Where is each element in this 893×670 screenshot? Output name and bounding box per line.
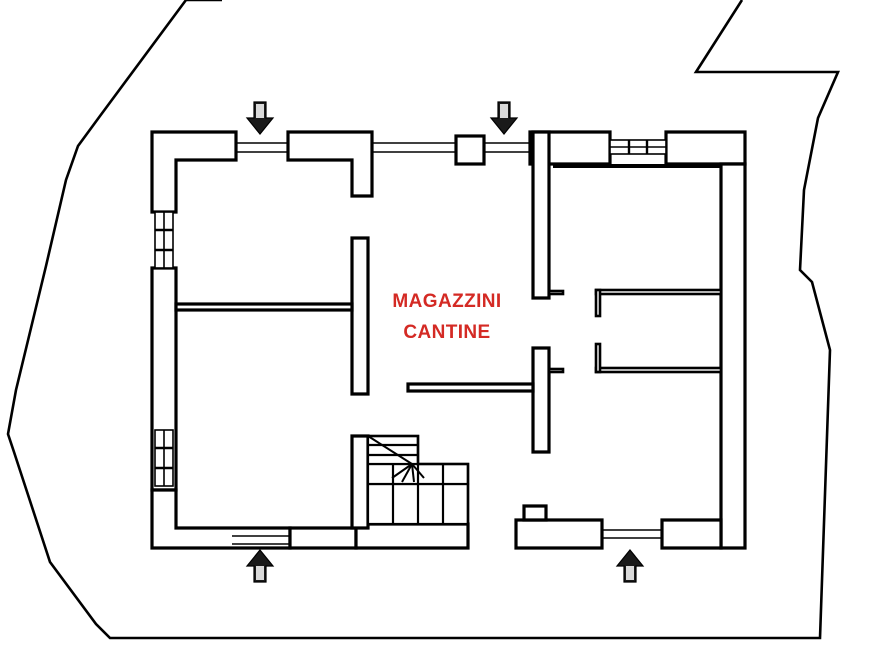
stair-winder-steps: [367, 435, 425, 483]
partition-spine-upper: [531, 130, 551, 300]
partition-left-horizontal: [174, 302, 354, 312]
property-boundary: [6, 0, 840, 640]
wall-exterior-right: [719, 162, 747, 550]
entry-arrow-bottom-left: [245, 549, 275, 583]
entry-arrows: [245, 101, 645, 583]
wall-bottom-stair-base: [354, 522, 470, 550]
partitions-right-block: [547, 288, 723, 374]
partition-right-jamb-upper: [547, 289, 565, 296]
staircase: [366, 434, 470, 526]
wall-bottom-right-return: [660, 518, 723, 550]
partition-right-lower-stub: [594, 342, 602, 374]
door-bottom-left-lines: [232, 535, 290, 545]
partition-center-vertical-upper: [350, 236, 370, 396]
partition-stair-wall: [350, 434, 370, 530]
wall-top-left-return: [286, 130, 374, 198]
boundary-polyline: [6, 0, 840, 640]
stair-mid-treads: [366, 462, 470, 486]
stair-straight-run: [366, 482, 470, 526]
entry-arrow-bottom-right: [615, 549, 645, 583]
wall-top-thin-lines: [236, 142, 530, 153]
building-walls: [150, 130, 747, 550]
window-left-upper: [154, 211, 174, 269]
partition-right-top-liner: [549, 164, 721, 168]
entry-arrow-top-right: [489, 101, 519, 135]
room-label: MAGAZZINI CANTINE: [392, 291, 501, 343]
window-top-right: [609, 139, 667, 155]
wall-bottom-right-left: [514, 518, 604, 550]
wall-exterior-bottom-left: [150, 488, 292, 550]
partition-right-upper-horizontal: [594, 288, 723, 296]
wall-bump-bottom-right: [522, 504, 548, 522]
partition-right-jamb-lower: [547, 367, 565, 374]
partition-spine-lower: [531, 346, 551, 454]
column-top-center: [454, 134, 486, 166]
room-label-line2: CANTINE: [403, 322, 490, 343]
entry-arrow-top-left: [245, 101, 275, 135]
stair-outline: [368, 434, 470, 524]
wall-bottom-center-left: [288, 526, 358, 550]
wall-exterior-top-left: [150, 130, 238, 214]
window-left-lower: [154, 429, 174, 487]
door-bottom-right-lines: [602, 529, 662, 539]
partition-right-lower-horizontal: [594, 366, 723, 374]
room-label-line1: MAGAZZINI: [392, 291, 501, 312]
partition-center-stub: [406, 382, 535, 393]
wall-top-right-outer: [664, 130, 747, 166]
partition-right-upper-stub: [594, 288, 602, 318]
